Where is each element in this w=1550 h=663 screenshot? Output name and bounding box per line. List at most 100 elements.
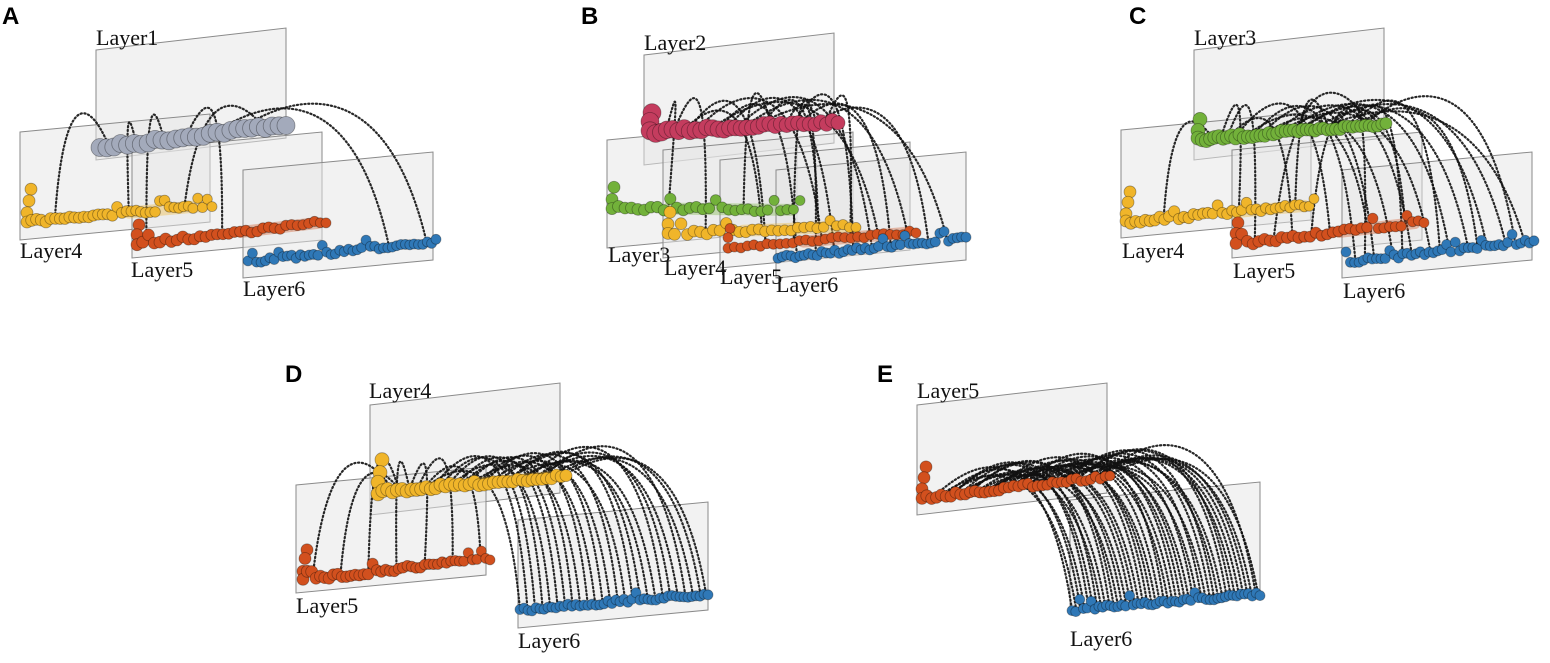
node	[938, 226, 950, 237]
panel-c-nodes	[1119, 112, 1540, 269]
interlayer-connection	[976, 467, 1124, 607]
interlayer-connection	[1010, 458, 1161, 604]
node	[559, 469, 573, 483]
interlayer-connection	[416, 457, 454, 564]
node	[703, 202, 716, 215]
node	[709, 194, 722, 206]
panel-d-label-target-1: Layer5	[296, 593, 358, 618]
node	[663, 205, 677, 219]
node	[850, 221, 862, 233]
panel-b: B Layer2 Layer3 Layer4 Layer5 Layer6	[581, 3, 972, 297]
interlayer-connection	[555, 455, 702, 596]
panel-a-label-target-2: Layer5	[131, 257, 193, 282]
node	[149, 206, 161, 218]
panel-b-label-target-4: Layer6	[776, 272, 838, 297]
node	[1124, 590, 1135, 601]
interlayer-connection	[736, 96, 874, 250]
node	[877, 233, 889, 245]
interlayer-connection	[546, 457, 695, 597]
interlayer-connection	[527, 446, 664, 599]
interlayer-connection	[1311, 103, 1507, 246]
interlayer-connection	[488, 459, 612, 604]
interlayer-connection	[743, 98, 911, 246]
panel-a-label-target-3: Layer6	[243, 276, 305, 301]
node	[668, 227, 681, 241]
node	[899, 230, 911, 242]
interlayer-connection	[1034, 461, 1182, 602]
interlayer-connection	[1085, 457, 1241, 597]
panel-a: A Layer1 Layer4 Layer5 Layer6	[2, 3, 442, 301]
node	[1303, 200, 1315, 212]
panel-e-connections	[933, 444, 1260, 612]
panel-c-label-target-1: Layer4	[1122, 238, 1184, 263]
panel-e-nodes	[915, 460, 1266, 617]
node	[1121, 195, 1135, 209]
node	[724, 223, 736, 234]
panel-a-planes	[19, 27, 434, 279]
node	[1104, 470, 1116, 482]
node	[761, 204, 774, 216]
panel-e: E Layer5 Layer6	[877, 361, 1266, 651]
node	[830, 115, 846, 131]
node	[374, 452, 390, 468]
node	[607, 180, 621, 194]
node	[1366, 212, 1379, 225]
node	[1449, 236, 1461, 248]
panel-letter-a: A	[2, 3, 19, 30]
panel-e-label-source: Layer5	[917, 378, 979, 403]
node	[298, 552, 312, 565]
node	[1308, 193, 1320, 205]
node	[1379, 253, 1391, 264]
panel-a-connections	[53, 102, 428, 248]
node	[187, 202, 199, 214]
node	[919, 460, 933, 474]
interlayer-connection	[673, 97, 707, 234]
node	[475, 545, 487, 557]
interlayer-connection	[1082, 457, 1236, 598]
panel-d-label-target-2: Layer6	[518, 628, 580, 653]
node	[674, 217, 688, 231]
interlayer-connection	[1252, 104, 1357, 262]
node	[664, 192, 677, 205]
interlayer-connection	[1316, 110, 1526, 244]
interlayer-connection	[408, 462, 429, 567]
node	[142, 228, 155, 242]
node	[22, 194, 36, 208]
interlayer-connection	[1294, 98, 1330, 208]
interlayer-connection	[784, 102, 817, 256]
interlayer-connection	[1219, 103, 1242, 213]
interlayer-connection	[726, 96, 836, 254]
interlayer-connection	[53, 112, 111, 221]
node	[192, 192, 204, 204]
panel-c-label-source: Layer3	[1194, 25, 1256, 50]
interlayer-connection	[541, 445, 687, 597]
interlayer-connection	[534, 454, 679, 598]
panel-a-nodes	[20, 116, 442, 268]
interlayer-connection	[1105, 457, 1260, 596]
node	[702, 589, 714, 601]
interlayer-connection	[1346, 103, 1404, 257]
interlayer-connection	[718, 103, 798, 258]
node	[1340, 246, 1352, 258]
interlayer-connection	[184, 106, 224, 236]
interlayer-connection	[1227, 116, 1294, 239]
interlayer-connection	[503, 463, 627, 603]
node	[430, 233, 442, 245]
interlayer-connection	[1075, 448, 1232, 598]
node	[1379, 117, 1393, 130]
panel-letter-e: E	[877, 361, 893, 388]
interlayer-connection	[1286, 102, 1451, 252]
interlayer-connection	[1038, 463, 1191, 602]
node	[1361, 221, 1373, 234]
node	[817, 221, 830, 233]
panel-d-label-source: Layer4	[369, 378, 431, 403]
interlayer-connection	[1361, 95, 1517, 245]
interlayer-connection	[687, 99, 767, 246]
node	[1418, 217, 1430, 229]
interlayer-connection	[212, 107, 391, 248]
interlayer-connection	[824, 94, 853, 239]
node	[794, 195, 806, 206]
interlayer-connection	[742, 92, 773, 211]
interlayer-connection	[395, 460, 411, 571]
node	[910, 227, 922, 239]
